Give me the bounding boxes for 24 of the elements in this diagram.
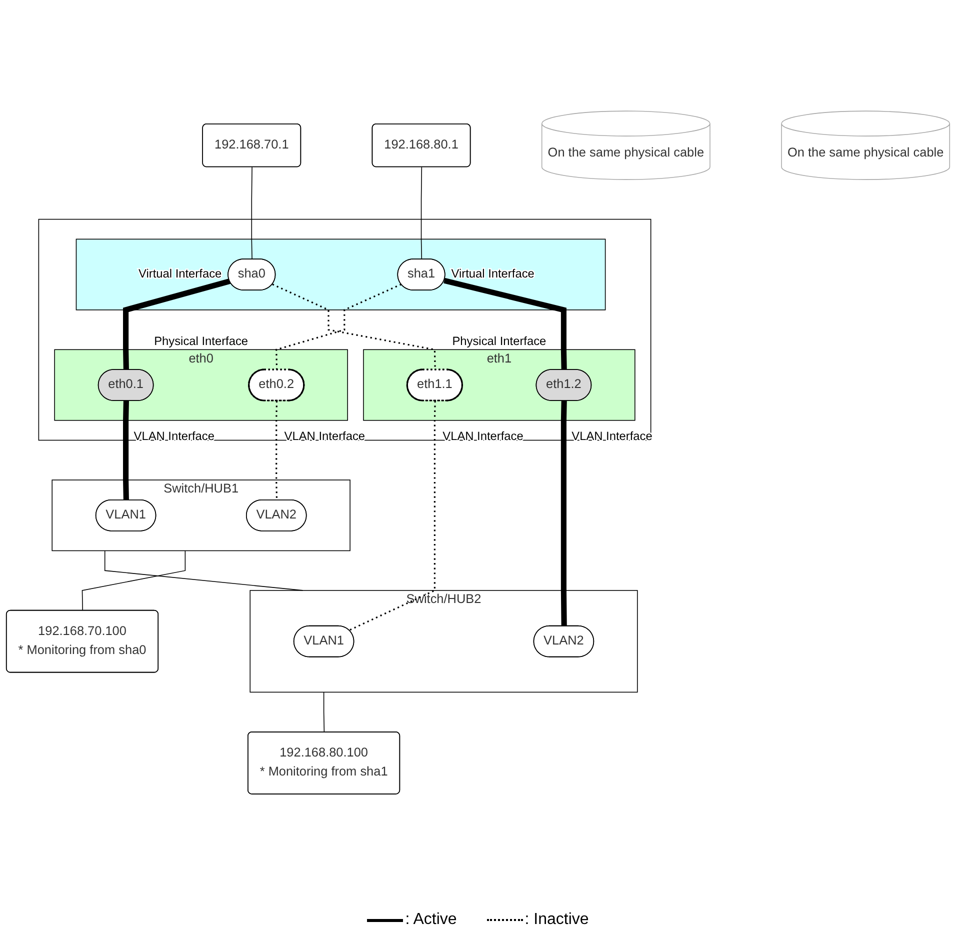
legend-text: : Inactive [524, 911, 589, 929]
cluster [76, 238, 606, 310]
interface-label: VLAN Interface [442, 429, 524, 444]
connector [272, 284, 436, 370]
connector [348, 400, 436, 631]
connector [123, 278, 230, 370]
connector [123, 400, 129, 500]
legend-text: : Active [405, 911, 457, 929]
connector [251, 166, 252, 260]
connector [276, 284, 402, 370]
cluster [38, 218, 652, 441]
connector [104, 550, 304, 591]
interface-label: VLAN Interface [134, 429, 214, 444]
connector [444, 278, 567, 370]
connector [560, 400, 567, 626]
interface-label: Virtual Interface [451, 266, 534, 281]
interface-label: Virtual Interface [138, 266, 222, 281]
connector [420, 166, 422, 260]
connector [323, 692, 325, 733]
interface-label: Physical Interface [154, 334, 248, 348]
interface-label: Physical Interface [452, 334, 546, 348]
interface-label: VLAN Interface [284, 429, 366, 444]
connector [276, 400, 278, 500]
connector [82, 550, 186, 612]
